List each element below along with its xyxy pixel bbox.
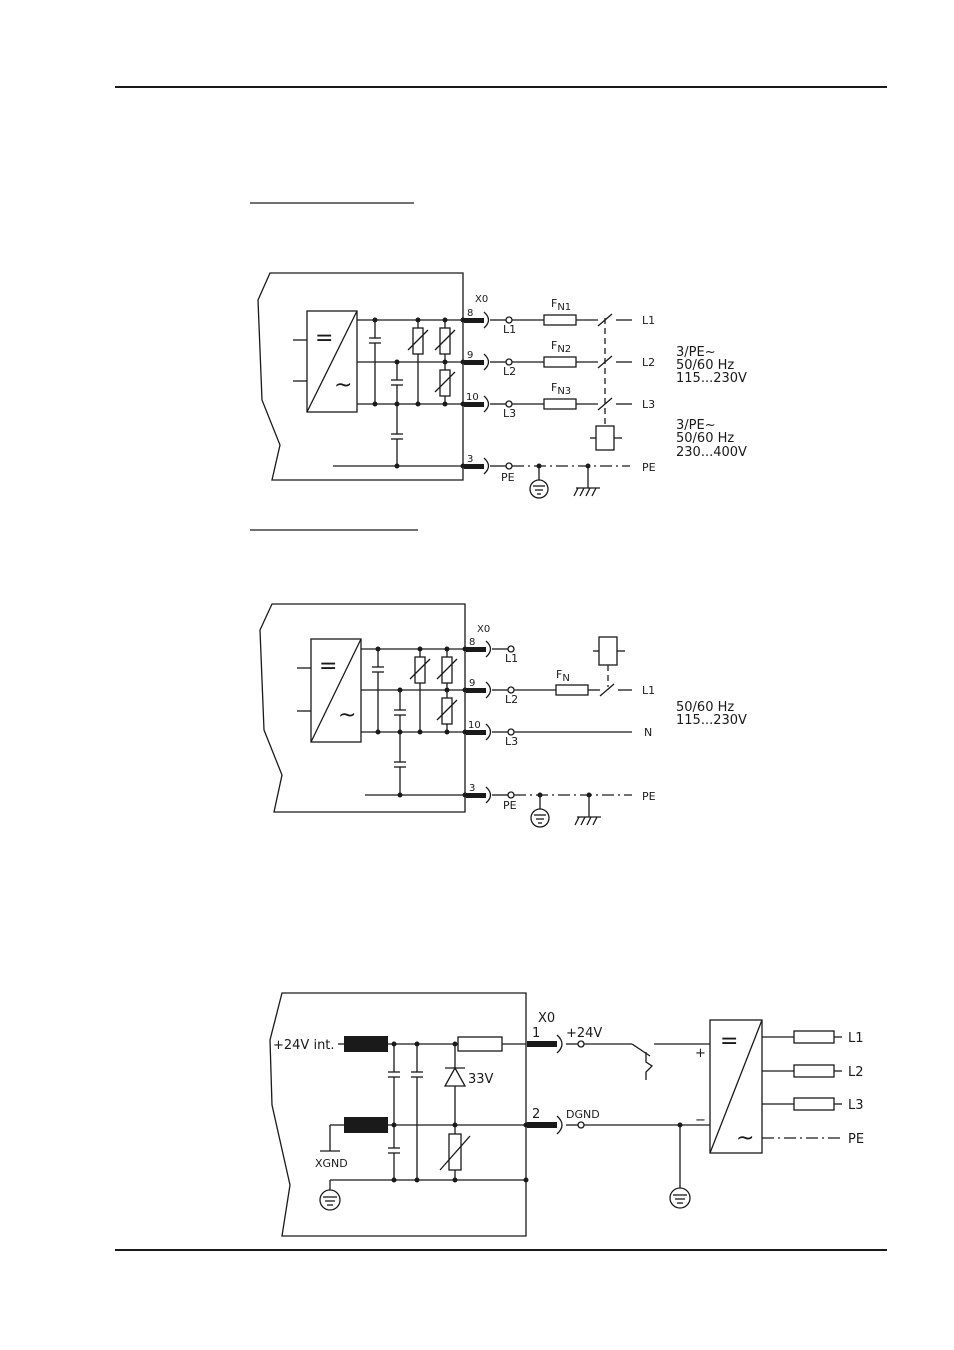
diagram-24v-supply: +24V int. XGND bbox=[269, 992, 864, 1237]
svg-text:8: 8 bbox=[469, 637, 475, 648]
svg-text:10: 10 bbox=[468, 720, 481, 731]
fuse bbox=[793, 1097, 835, 1111]
svg-text:9: 9 bbox=[467, 350, 473, 361]
terminal-label: L1 bbox=[503, 323, 516, 336]
xgnd-label: XGND bbox=[315, 1157, 348, 1170]
connector-pin: 10 bbox=[466, 720, 492, 741]
plus-terminal: + bbox=[695, 1046, 706, 1061]
protective-earth-icon bbox=[669, 1187, 691, 1209]
connector-label: X0 bbox=[477, 624, 490, 635]
line-label: L2 bbox=[848, 1065, 864, 1080]
dc-symbol: = bbox=[720, 1029, 738, 1054]
ac-symbol: ~ bbox=[334, 373, 352, 398]
protective-earth-icon bbox=[319, 1189, 341, 1211]
supply-b-line: 50/60 Hz bbox=[676, 431, 734, 446]
choke bbox=[344, 1117, 388, 1133]
device-housing bbox=[269, 992, 527, 1237]
diagram-single-phase: = ~ X0 bbox=[259, 603, 747, 828]
line-label: L3 bbox=[642, 398, 655, 411]
line-label: L1 bbox=[848, 1031, 864, 1046]
line-label: N bbox=[644, 726, 652, 739]
supply-line: 50/60 Hz bbox=[676, 700, 734, 715]
connector-pin: 9 bbox=[466, 678, 492, 699]
device-housing bbox=[259, 603, 466, 813]
line-label: L1 bbox=[642, 684, 655, 697]
line-label: L1 bbox=[642, 314, 655, 327]
line-label: PE bbox=[642, 790, 656, 803]
terminal-label: L3 bbox=[505, 735, 518, 748]
dc-symbol: = bbox=[319, 654, 337, 679]
supply-line: 115...230V bbox=[676, 713, 747, 728]
pin-number: 2 bbox=[532, 1107, 540, 1122]
line-label: PE bbox=[642, 461, 656, 474]
device-housing bbox=[257, 272, 464, 481]
minus-terminal: − bbox=[695, 1113, 706, 1128]
fuse bbox=[457, 1036, 503, 1052]
terminal-label: L3 bbox=[503, 407, 516, 420]
supply-a-line: 3/PE~ bbox=[676, 345, 716, 360]
ac-symbol: ~ bbox=[736, 1126, 754, 1151]
line-label: L3 bbox=[848, 1098, 864, 1113]
pin-number: 1 bbox=[532, 1026, 540, 1041]
input-label: +24V int. bbox=[273, 1038, 335, 1053]
connector-pin: 9 bbox=[464, 350, 490, 371]
connector-pin: 3 bbox=[466, 783, 492, 804]
diagram-three-phase: = ~ bbox=[257, 272, 747, 499]
connector-pin: 8 bbox=[466, 637, 492, 658]
supply-a-line: 115...230V bbox=[676, 371, 747, 386]
contactor-coil bbox=[598, 636, 618, 666]
fuse bbox=[793, 1030, 835, 1044]
contactor-coil bbox=[595, 425, 615, 451]
svg-text:10: 10 bbox=[466, 392, 479, 403]
svg-text:8: 8 bbox=[467, 308, 473, 319]
pin-label: +24V bbox=[566, 1026, 602, 1041]
protective-earth-icon bbox=[529, 479, 549, 499]
choke bbox=[344, 1036, 388, 1052]
zener-label: 33V bbox=[468, 1072, 494, 1087]
pin-label: DGND bbox=[566, 1108, 600, 1121]
terminal-label: PE bbox=[503, 799, 517, 812]
line-label: PE bbox=[848, 1132, 864, 1147]
supply-a-line: 50/60 Hz bbox=[676, 358, 734, 373]
fuse bbox=[793, 1064, 835, 1078]
fuse-label: FN1 bbox=[551, 297, 571, 313]
power-supply-unit bbox=[709, 1019, 763, 1154]
connector-label: X0 bbox=[475, 294, 488, 305]
terminal-label: L2 bbox=[503, 365, 516, 378]
fuse-label: FN bbox=[556, 668, 570, 684]
fuse-label: FN3 bbox=[551, 381, 571, 397]
protective-earth-icon bbox=[530, 808, 550, 828]
connector-pin: 3 bbox=[464, 454, 490, 475]
terminal-label: L2 bbox=[505, 693, 518, 706]
connector-pin: 10 bbox=[464, 392, 490, 413]
fuse-label: FN2 bbox=[551, 339, 571, 355]
svg-text:9: 9 bbox=[469, 678, 475, 689]
chassis-ground-icon bbox=[573, 487, 600, 497]
terminal-label: PE bbox=[501, 471, 515, 484]
svg-text:3: 3 bbox=[469, 783, 475, 794]
svg-text:3: 3 bbox=[467, 454, 473, 465]
connector-label: X0 bbox=[538, 1011, 555, 1026]
fuse bbox=[543, 314, 577, 326]
chassis-ground-icon bbox=[574, 816, 601, 826]
fuse bbox=[543, 398, 577, 410]
dc-symbol: = bbox=[315, 326, 333, 351]
connector-pin: 8 bbox=[464, 308, 490, 329]
fuse bbox=[555, 684, 589, 696]
supply-b-line: 3/PE~ bbox=[676, 418, 716, 433]
fuse bbox=[543, 356, 577, 368]
ac-symbol: ~ bbox=[338, 703, 356, 728]
supply-b-line: 230...400V bbox=[676, 445, 747, 460]
line-label: L2 bbox=[642, 356, 655, 369]
terminal-label: L1 bbox=[505, 652, 518, 665]
